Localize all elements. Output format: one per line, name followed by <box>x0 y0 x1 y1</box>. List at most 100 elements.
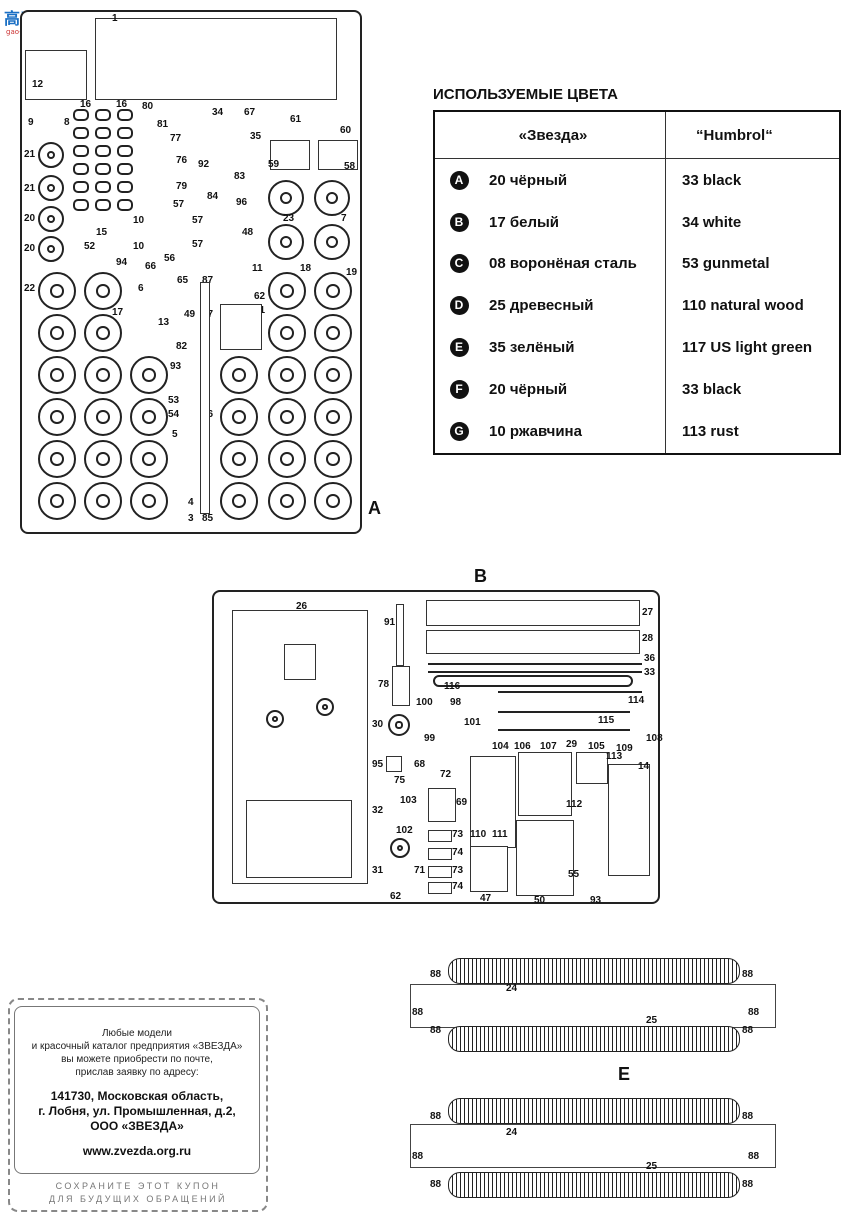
part-number: 99 <box>424 733 436 744</box>
track-part-25 <box>448 1172 740 1198</box>
part-number: 113 <box>606 751 623 762</box>
part-number: 25 <box>646 1015 658 1026</box>
part-number: 25 <box>646 1161 658 1172</box>
part-number: 88 <box>742 969 754 980</box>
part-number: 10 <box>133 215 145 226</box>
part-number: 3 <box>188 513 194 524</box>
wheel-20 <box>38 236 64 262</box>
zvezda-color: 35 зелёный <box>483 326 667 369</box>
part-number: 71 <box>414 865 426 876</box>
color-row: F 20 чёрный 33 black <box>434 368 840 410</box>
part-number: 23 <box>283 213 295 224</box>
part-number: 57 <box>192 239 204 250</box>
road-wheel-22 <box>38 314 76 352</box>
road-wheel-18 <box>268 440 306 478</box>
part-number: 88 <box>430 1025 442 1036</box>
part-number: 93 <box>170 361 182 372</box>
hull-hatch-round <box>266 710 284 728</box>
road-wheel-22 <box>38 440 76 478</box>
road-wheel-19 <box>220 482 258 520</box>
part-number: 53 <box>168 395 180 406</box>
part-number: 59 <box>268 159 280 170</box>
part-number: 84 <box>207 191 219 202</box>
color-row: C 08 воронёная сталь 53 gunmetal <box>434 243 840 285</box>
part-number: 15 <box>96 227 108 238</box>
color-row: D 25 древесный 110 natural wood <box>434 284 840 327</box>
part-number: 24 <box>506 983 518 994</box>
color-letter-badge: A <box>449 170 469 190</box>
wheel-21 <box>38 175 64 201</box>
road-wheel-17 <box>84 398 122 436</box>
color-letter-cell: E <box>434 327 483 369</box>
road-wheel-19 <box>314 314 352 352</box>
part-number: 49 <box>184 309 196 320</box>
part-number: 104 <box>492 741 509 752</box>
zvezda-color: 17 белый <box>483 201 667 244</box>
header-zvezda: «Звезда» <box>434 111 667 159</box>
wheel-20 <box>38 206 64 232</box>
part-number: 62 <box>254 291 266 302</box>
part-95-box <box>386 756 402 772</box>
part-14-panel <box>608 764 650 876</box>
part-number: 81 <box>157 119 169 130</box>
color-table: «Звезда» “Humbrol“ A 20 чёрный 33 black … <box>433 110 841 455</box>
color-row: E 35 зелёный 117 US light green <box>434 326 840 369</box>
part-number: 9 <box>28 117 34 128</box>
part-number: 88 <box>430 1179 442 1190</box>
road-wheel-17 <box>130 440 168 478</box>
sprue-e-label: E <box>618 1064 631 1084</box>
part-number: 115 <box>598 715 615 726</box>
part-number: 12 <box>32 79 44 90</box>
part-number: 54 <box>168 409 180 420</box>
part-number: 69 <box>456 797 468 808</box>
part-number: 48 <box>242 227 254 238</box>
part-74-plate <box>428 882 452 894</box>
road-wheel-17 <box>130 356 168 394</box>
part-number: 19 <box>346 267 358 278</box>
part-number: 88 <box>430 969 442 980</box>
part-number: 18 <box>300 263 312 274</box>
coupon-line: Любые модели <box>101 1028 173 1039</box>
part-number: 65 <box>177 275 189 286</box>
part-number: 88 <box>412 1151 424 1162</box>
part-number: 88 <box>748 1151 760 1162</box>
color-letter-cell: D <box>434 285 483 327</box>
part-91-rod <box>396 604 404 666</box>
part-number: 17 <box>112 307 124 318</box>
part-47-gearbox <box>470 846 508 892</box>
part-number: 109 <box>616 743 633 754</box>
road-wheel-18 <box>268 398 306 436</box>
part-number: 87 <box>202 275 214 286</box>
part-number: 34 <box>212 107 224 118</box>
sprue-a-label: A <box>368 498 381 518</box>
part-number: 36 <box>644 653 656 664</box>
part-number: 68 <box>414 759 426 770</box>
part-59-plate <box>270 140 310 170</box>
color-table-header: «Звезда» “Humbrol“ <box>434 111 840 159</box>
part-69-door <box>428 788 456 822</box>
part-number: 88 <box>742 1025 754 1036</box>
road-wheel-18 <box>268 314 306 352</box>
part-number: 58 <box>344 161 356 172</box>
track-part-25 <box>448 1026 740 1052</box>
road-wheel-18 <box>268 356 306 394</box>
color-row: B 17 белый 34 white <box>434 201 840 244</box>
part-number: 62 <box>390 891 402 902</box>
part-number: 102 <box>396 825 413 836</box>
part-number: 7 <box>341 213 347 224</box>
track-part-24 <box>448 1098 740 1124</box>
part-number: 4 <box>188 497 194 508</box>
part-number: 60 <box>340 125 352 136</box>
humbrol-color: 113 rust <box>682 423 739 440</box>
road-wheel-18 <box>220 398 258 436</box>
part-number: 94 <box>116 257 128 268</box>
road-wheel-22 <box>38 398 76 436</box>
part-number: 29 <box>566 739 578 750</box>
zvezda-color: 08 воронёная сталь <box>483 243 667 285</box>
part-number: 11 <box>252 263 263 274</box>
part-number: 32 <box>372 805 384 816</box>
part-number: 52 <box>84 241 96 252</box>
part-number: 73 <box>452 865 464 876</box>
coupon-address: г. Лобня, ул. Промышленная, д.2, <box>38 1104 236 1118</box>
zvezda-color: 10 ржавчина <box>483 410 667 454</box>
